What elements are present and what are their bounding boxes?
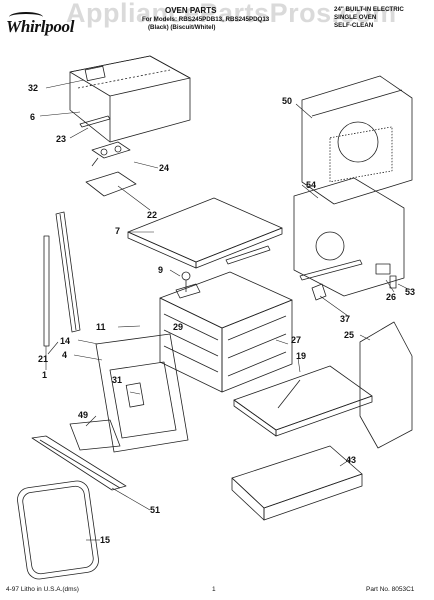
callout-26: 26	[386, 292, 397, 302]
color-line: (Black) (Biscuit/Whitel)	[148, 24, 216, 31]
rod-1	[43, 235, 50, 347]
drip-pan-43	[231, 445, 363, 521]
footer-litho: 4-97 Litho in U.S.A.(dms)	[6, 586, 79, 593]
trim-49	[69, 419, 121, 451]
callout-49: 49	[78, 410, 89, 420]
callout-9: 9	[158, 265, 164, 275]
part-53	[389, 275, 397, 289]
callout-24: 24	[159, 163, 170, 173]
brand-logo-arc	[9, 12, 43, 22]
sensor-24	[91, 141, 131, 167]
callout-1: 1	[42, 370, 48, 380]
bottom-19	[233, 365, 373, 437]
diagram-title: OVEN PARTS	[165, 6, 217, 15]
callout-15: 15	[100, 535, 111, 545]
watermark: AppliancePartsPros.com	[66, 0, 397, 28]
callout-31: 31	[112, 375, 123, 385]
callout-25: 25	[344, 330, 355, 340]
product-line-3: SELF-CLEAN	[334, 22, 374, 29]
callout-50: 50	[282, 96, 293, 106]
bracket-23	[79, 115, 111, 128]
rear-assembly-54	[293, 126, 405, 297]
callout-54: 54	[306, 180, 317, 190]
callout-51: 51	[150, 505, 161, 515]
light-31	[125, 382, 145, 408]
callout-43: 43	[346, 455, 357, 465]
callout-23: 23	[56, 134, 67, 144]
callout-53: 53	[405, 287, 416, 297]
product-line-2: SINGLE OVEN	[334, 14, 377, 21]
bracket-9	[175, 245, 271, 299]
strip-14-21	[55, 211, 81, 333]
top-panel	[69, 55, 191, 143]
callout-22: 22	[147, 210, 158, 220]
trim-51	[31, 435, 127, 491]
callout-19: 19	[296, 351, 307, 361]
footer-part-number: Part No. 8053C1	[366, 586, 415, 593]
back-panel-50	[301, 75, 413, 205]
part-37	[311, 283, 327, 301]
callout-11: 11	[96, 322, 106, 332]
oven-cavity-27	[159, 271, 293, 393]
front-frame-4	[95, 333, 189, 453]
gasket-15	[17, 480, 99, 580]
side-panel-25	[359, 321, 413, 449]
footer-page-number: 1	[212, 586, 216, 593]
callout-37: 37	[340, 314, 351, 324]
brand-logo: Whirlpool	[6, 17, 75, 36]
callout-4: 4	[62, 350, 68, 360]
model-line: For Models: RBS245PDB13, RBS245PDQ13	[142, 16, 270, 23]
callout-29: 29	[173, 322, 184, 332]
callout-21: 21	[38, 354, 49, 364]
divider-7	[127, 197, 283, 269]
callout-14: 14	[60, 336, 71, 346]
callout-7: 7	[115, 226, 121, 236]
part-26	[375, 263, 391, 275]
plate-22	[85, 171, 137, 197]
callout-32: 32	[28, 83, 39, 93]
callout-27: 27	[291, 335, 302, 345]
callout-leader-lines	[39, 79, 411, 541]
product-line-1: 24" BUILT-IN ELECTRIC	[334, 6, 404, 13]
callout-6: 6	[30, 112, 36, 122]
